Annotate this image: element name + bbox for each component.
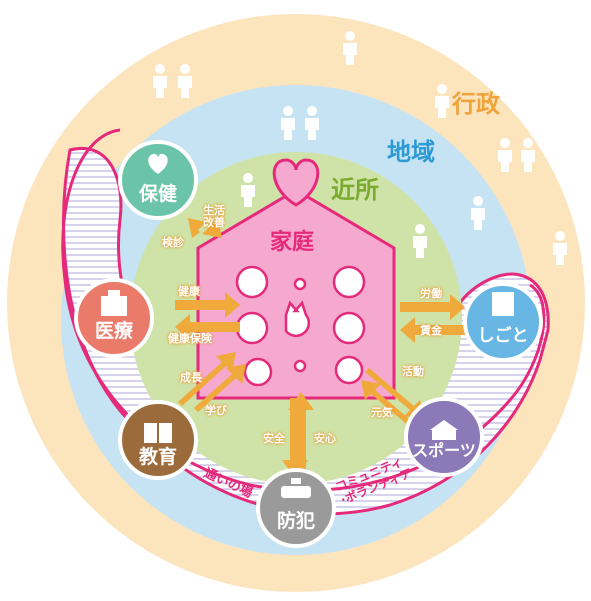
kenshin-label: 検診 xyxy=(162,236,184,249)
chiiki-label: 地域 xyxy=(387,138,435,166)
office-building-icon xyxy=(492,292,514,316)
kenko-hoken-label: 健康保険 xyxy=(168,332,212,345)
community-outline xyxy=(61,128,546,493)
katei-label: 家庭 xyxy=(270,230,315,255)
hoken-label: 保健 xyxy=(138,183,177,205)
kenko-label: 健康 xyxy=(178,285,200,298)
kyoiku-label: 教育 xyxy=(138,446,177,468)
iryo-label: 医療 xyxy=(94,320,133,342)
heart-plus-icon xyxy=(148,153,168,174)
book-icon xyxy=(144,423,172,443)
shigoto-label: しごと xyxy=(477,326,529,346)
genki-label: 元気 xyxy=(371,406,393,419)
gym-icon xyxy=(430,420,458,440)
family-face-icons xyxy=(235,265,366,387)
hospital-icon xyxy=(101,290,127,316)
heart-icon xyxy=(272,158,320,207)
chingin-label: 賃金 xyxy=(420,324,442,337)
kinjo-label: 近所 xyxy=(331,176,379,204)
sports-label: スポーツ xyxy=(412,441,476,460)
anshin-label: 安心 xyxy=(314,432,336,445)
rodo-label: 労働 xyxy=(420,287,442,300)
katsudo-label: 活動 xyxy=(402,365,424,378)
anzen-label: 安全 xyxy=(263,432,285,445)
bohan-label: 防犯 xyxy=(276,510,315,532)
manabi-label: 学び xyxy=(205,404,227,417)
arrows xyxy=(170,192,465,478)
house xyxy=(196,188,396,400)
gyosei-label: 行政 xyxy=(452,90,500,118)
seicho-label: 成長 xyxy=(180,371,202,384)
node-circles xyxy=(74,140,543,548)
police-car-icon xyxy=(281,478,311,498)
seikatsu-kaizen-label: 生活 改善 xyxy=(203,204,225,230)
